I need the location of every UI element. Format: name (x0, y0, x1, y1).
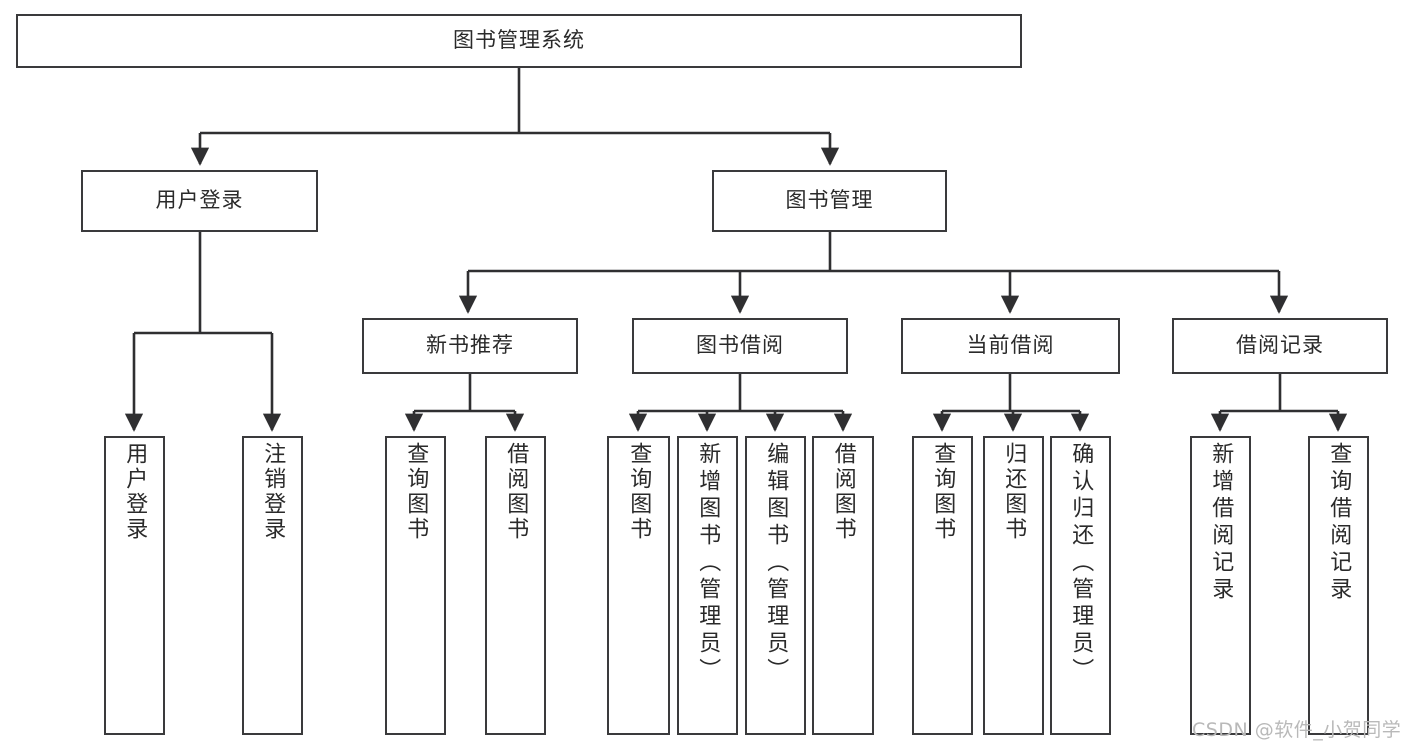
node-leaf-confirm-return-label: 确认归还（管理员） (1068, 442, 1094, 685)
node-borrow-record[interactable]: 借阅记录 (1172, 318, 1388, 374)
node-leaf-query-record-label: 查询借阅记录 (1326, 442, 1352, 604)
node-leaf-query-record[interactable]: 查询借阅记录 (1308, 436, 1369, 735)
node-leaf-query-book-b[interactable]: 查询图书 (607, 436, 670, 735)
node-leaf-user-login[interactable]: 用户登录 (104, 436, 165, 735)
node-current-borrow[interactable]: 当前借阅 (901, 318, 1120, 374)
node-leaf-query-book-a[interactable]: 查询图书 (385, 436, 446, 735)
node-leaf-logout[interactable]: 注销登录 (242, 436, 303, 735)
node-root-label: 图书管理系统 (453, 28, 585, 53)
node-leaf-user-login-label: 用户登录 (122, 442, 148, 542)
node-leaf-confirm-return[interactable]: 确认归还（管理员） (1050, 436, 1111, 735)
node-leaf-query-book-c[interactable]: 查询图书 (912, 436, 973, 735)
node-leaf-edit-book-label: 编辑图书（管理员） (763, 442, 789, 685)
node-user-login-label: 用户登录 (155, 188, 244, 213)
node-leaf-add-book[interactable]: 新增图书（管理员） (677, 436, 738, 735)
node-leaf-add-record-label: 新增借阅记录 (1208, 442, 1234, 604)
node-leaf-borrow-book-a-label: 借阅图书 (503, 442, 529, 542)
node-leaf-add-record[interactable]: 新增借阅记录 (1190, 436, 1251, 735)
node-book-borrow[interactable]: 图书借阅 (632, 318, 848, 374)
node-leaf-edit-book[interactable]: 编辑图书（管理员） (745, 436, 806, 735)
node-book-manage[interactable]: 图书管理 (712, 170, 947, 232)
node-leaf-borrow-book-b-label: 借阅图书 (830, 442, 856, 542)
node-current-borrow-label: 当前借阅 (966, 333, 1055, 358)
node-leaf-add-book-label: 新增图书（管理员） (695, 442, 721, 685)
node-leaf-logout-label: 注销登录 (260, 442, 286, 542)
node-new-book-recommend-label: 新书推荐 (426, 333, 514, 358)
node-leaf-return-book-label: 归还图书 (1001, 442, 1027, 542)
node-root[interactable]: 图书管理系统 (16, 14, 1022, 68)
node-user-login[interactable]: 用户登录 (81, 170, 318, 232)
node-leaf-return-book[interactable]: 归还图书 (983, 436, 1044, 735)
node-leaf-borrow-book-b[interactable]: 借阅图书 (812, 436, 874, 735)
node-book-manage-label: 图书管理 (785, 188, 874, 213)
node-leaf-borrow-book-a[interactable]: 借阅图书 (485, 436, 546, 735)
node-leaf-query-book-c-label: 查询图书 (930, 442, 956, 542)
node-new-book-recommend[interactable]: 新书推荐 (362, 318, 578, 374)
node-borrow-record-label: 借阅记录 (1236, 333, 1324, 358)
node-leaf-query-book-a-label: 查询图书 (403, 442, 429, 542)
node-leaf-query-book-b-label: 查询图书 (626, 442, 652, 542)
node-book-borrow-label: 图书借阅 (696, 333, 784, 358)
